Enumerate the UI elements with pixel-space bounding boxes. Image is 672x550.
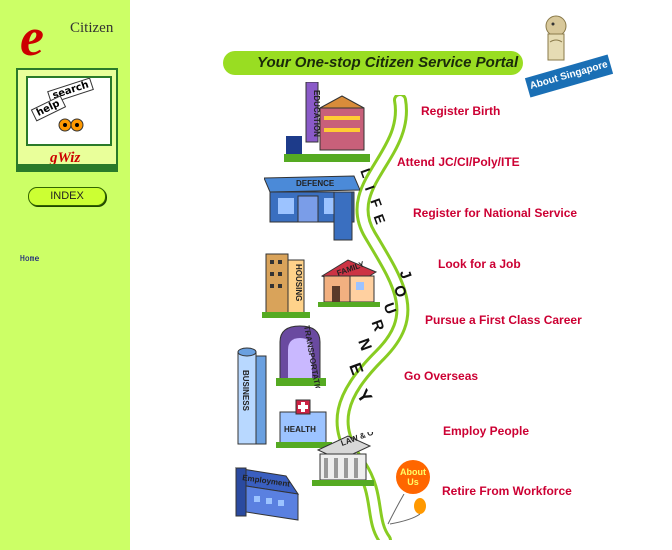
gwiz-label: gWiz bbox=[50, 150, 81, 166]
life-event-link[interactable]: Retire From Workforce bbox=[442, 484, 572, 498]
business-tower[interactable]: BUSINESS bbox=[232, 346, 270, 450]
housing-label: HOUSING bbox=[294, 264, 303, 301]
balloon-icon bbox=[387, 494, 426, 525]
employment-building[interactable]: Employment bbox=[232, 460, 300, 526]
life-event-link[interactable]: Look for a Job bbox=[438, 257, 521, 271]
gwiz-panel: search help bbox=[26, 76, 112, 146]
life-event-link[interactable]: Employ People bbox=[443, 424, 530, 438]
life-event-link[interactable]: Register Birth bbox=[421, 104, 501, 118]
health-label: HEALTH bbox=[284, 425, 316, 434]
about-us-balloon[interactable]: About Us bbox=[396, 460, 430, 494]
home-link[interactable]: Home bbox=[20, 254, 40, 263]
merlion-icon bbox=[545, 15, 567, 61]
family-house[interactable]: FAMILY bbox=[318, 258, 380, 308]
ecitizen-logo[interactable]: e Citizen bbox=[18, 7, 118, 67]
life-event-link[interactable]: Attend JC/CI/Poly/ITE bbox=[397, 155, 520, 169]
gwiz-stand bbox=[16, 164, 118, 172]
life-event-link[interactable]: Go Overseas bbox=[404, 369, 479, 383]
logo-e: e bbox=[20, 7, 44, 67]
education-building[interactable]: EDUCATION bbox=[284, 82, 370, 164]
portal-banner: Your One-stop Citizen Service Portal bbox=[223, 51, 523, 75]
life-event-link[interactable]: Pursue a First Class Career bbox=[425, 313, 582, 327]
housing-building[interactable]: HOUSING bbox=[262, 250, 310, 320]
education-label: EDUCATION bbox=[312, 90, 321, 137]
life-event-link[interactable]: Register for National Service bbox=[413, 206, 578, 220]
banner-title: Your One-stop Citizen Service Portal bbox=[257, 54, 519, 71]
gwiz-widget[interactable]: search help gWiz bbox=[16, 68, 118, 172]
health-building[interactable]: HEALTH bbox=[276, 398, 332, 450]
logo-text: Citizen bbox=[70, 20, 114, 36]
business-label: BUSINESS bbox=[241, 370, 250, 412]
defence-building[interactable]: DEFENCE bbox=[264, 170, 360, 242]
sidebar: e Citizen search help gWiz INDEX Home bbox=[0, 0, 130, 550]
defence-label: DEFENCE bbox=[296, 179, 335, 188]
gwiz-eyes-icon bbox=[58, 118, 84, 132]
transportation-building[interactable]: TRANSPORTATION bbox=[274, 322, 328, 388]
life-journey-path bbox=[335, 95, 410, 540]
index-button[interactable]: INDEX bbox=[28, 187, 106, 206]
law-order-building[interactable]: LAW & ORDER bbox=[312, 432, 374, 488]
